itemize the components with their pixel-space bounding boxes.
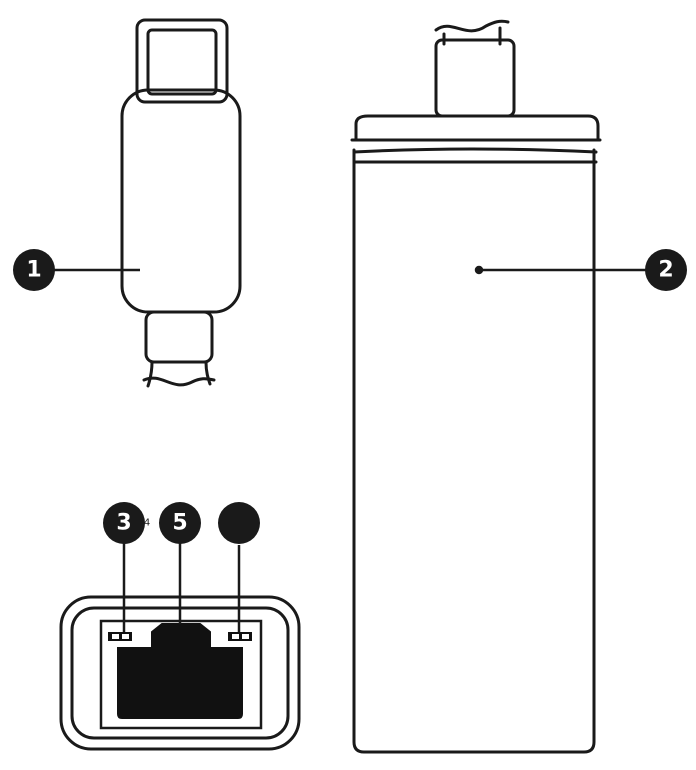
usb-c-cable xyxy=(146,360,212,388)
left-led-indicator xyxy=(108,632,132,641)
usb-c-plug xyxy=(120,18,242,388)
adapter-housing xyxy=(352,148,596,754)
callout-1: 1 xyxy=(13,249,55,291)
right-led-indicator xyxy=(228,632,252,641)
usb-c-cable-break xyxy=(142,376,216,387)
leader-lines xyxy=(54,265,648,632)
adapter-cap xyxy=(354,114,600,142)
svg-text:1: 1 xyxy=(26,258,41,283)
usb-c-strain-relief xyxy=(144,310,214,364)
usb-c-plug-body xyxy=(120,88,242,314)
svg-text:2: 2 xyxy=(658,258,673,283)
callout-2: 2 xyxy=(645,249,687,291)
usb-c-connector-tip xyxy=(135,18,229,104)
adapter-cable-break xyxy=(434,19,510,33)
callout-4: 4 xyxy=(144,518,150,529)
svg-text:4: 4 xyxy=(144,518,150,529)
svg-text:3: 3 xyxy=(116,511,131,536)
adapter-body xyxy=(350,19,602,754)
adapter-cap-seam xyxy=(350,138,602,164)
callout-5: 5 xyxy=(159,502,201,544)
svg-text:5: 5 xyxy=(172,511,187,536)
callout-6 xyxy=(218,502,260,544)
callout-3: 3 xyxy=(103,502,145,544)
adapter-strain-relief xyxy=(434,38,516,118)
rj45-socket xyxy=(117,623,243,719)
leader-dot-2 xyxy=(474,265,484,275)
usb-c-connector-inner xyxy=(146,28,218,96)
